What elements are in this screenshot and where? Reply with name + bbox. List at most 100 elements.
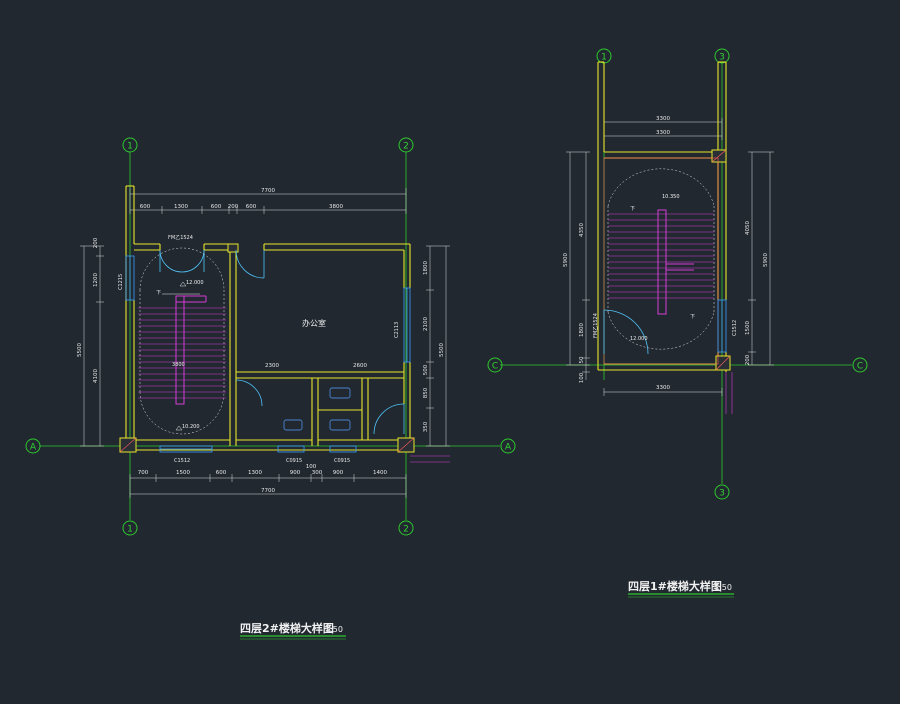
drawing-title: 四层1#楼梯大样图: [628, 579, 722, 593]
elevation-label: 10.350: [662, 194, 680, 200]
axis-label: C: [492, 362, 498, 372]
dim-text: 1500: [745, 321, 751, 335]
dim-text: 850: [423, 387, 429, 398]
window-tag: C0915: [334, 458, 350, 464]
dim-text: 900: [290, 470, 301, 476]
window-tag: C2113: [394, 322, 400, 338]
dim-text: 100: [306, 464, 317, 470]
dim-text: 700: [138, 470, 149, 476]
exterior-step-lines-right: [725, 372, 733, 414]
dim-text: 300: [312, 470, 323, 476]
axis-label: 1: [127, 525, 133, 535]
axis-bubble-right-c: C: [852, 357, 868, 373]
window-tag: C1512: [732, 320, 738, 336]
stair-treads-right: [608, 213, 714, 299]
exterior-step-lines: [410, 455, 450, 463]
axis-bubble-top-2: 2: [398, 137, 414, 153]
dim-text: 600: [140, 204, 151, 210]
stair-zone-outline: [603, 157, 719, 365]
dim-overall-top: 7700: [261, 188, 275, 194]
stair-treads: [138, 307, 226, 399]
axis-label: 3: [719, 489, 725, 499]
stair-direction-label: 下: [690, 314, 695, 320]
stair-direction-label: 下: [156, 290, 161, 296]
doors: [159, 249, 405, 435]
axis-label: C: [857, 362, 863, 372]
dim-overall-right: 5900: [763, 253, 769, 267]
axis-bubble-right-a: A: [500, 438, 516, 454]
dim-text: 50: [579, 356, 585, 363]
elevation-label: 12.000: [630, 336, 648, 342]
window-tag: C1215: [118, 274, 124, 290]
stair-arcs-right: [607, 168, 715, 350]
dim-text: 200: [745, 354, 751, 365]
dim-overall-left: 5500: [77, 343, 83, 357]
dim-chain-top: [129, 188, 407, 214]
column-hatch-right: [711, 149, 731, 371]
dim-overall-left: 5900: [563, 253, 569, 267]
dim-text: 2100: [423, 317, 429, 331]
dim-text: 600: [211, 204, 222, 210]
drawing-scale: 1:50: [714, 583, 732, 592]
dim-text: 4050: [745, 221, 751, 235]
dim-text: 500: [423, 364, 429, 375]
dim-text: 1300: [174, 204, 188, 210]
axis-bubble-bottom-r3: 3: [714, 484, 730, 500]
dim-text: 350: [423, 421, 429, 432]
stair-handrail: [175, 295, 207, 405]
dim-text: 100: [579, 372, 585, 383]
dim-text: 3300: [656, 116, 670, 122]
dim-overall-right: 5500: [439, 343, 445, 357]
axis-label: 3: [719, 53, 725, 63]
toilet-fixtures: [283, 387, 351, 431]
dim-text: 1800: [423, 261, 429, 275]
stair-direction-label: 下: [630, 206, 635, 212]
dim-chain-bottom-right: [603, 388, 723, 396]
axis-bubble-top-r3: 3: [714, 48, 730, 64]
dim-chain-right-right: [748, 151, 774, 366]
axis-bubble-bottom-2: 2: [398, 520, 414, 536]
column-hatch: [119, 243, 415, 453]
door-right: [603, 309, 649, 355]
dim-text: 900: [333, 470, 344, 476]
walls: [125, 185, 411, 451]
axis-label: 1: [601, 53, 607, 63]
drawing-title: 四层2#楼梯大样图: [240, 621, 334, 635]
door-tag: FM乙1524: [168, 234, 193, 241]
axis-label: 1: [127, 142, 133, 152]
dim-text: 1400: [373, 470, 387, 476]
dim-chain-bottom: [129, 474, 407, 498]
stair-handrail-right: [657, 209, 694, 315]
axis-bubble-left-c: C: [487, 357, 503, 373]
axis-bubble-bottom-1: 1: [122, 520, 138, 536]
windows: [125, 255, 411, 453]
axis-bubble-top-1: 1: [122, 137, 138, 153]
dim-chain-left-right: [566, 151, 590, 380]
dim-text: 1800: [579, 323, 585, 337]
drawing-scale: 1:50: [325, 625, 343, 634]
dim-text: 3300: [656, 130, 670, 136]
dim-overall-bottom: 7700: [261, 488, 275, 494]
dim-text: 600: [246, 204, 257, 210]
dim-text: 4100: [93, 369, 99, 383]
elevation-label: 10.200: [182, 424, 200, 430]
dim-text: 3300: [656, 385, 670, 391]
axis-label: 2: [403, 142, 409, 152]
plan-left: 1 2 1 2 A A: [25, 137, 516, 640]
dim-text: 600: [216, 470, 227, 476]
dim-text: 1300: [248, 470, 262, 476]
elevation-marker: [175, 281, 187, 431]
stair-run-label: 3800: [172, 362, 185, 368]
walls-right: [597, 61, 727, 372]
elevation-label: 12.000: [186, 280, 204, 286]
dim-text: 200: [228, 204, 239, 210]
dim-text: 1500: [176, 470, 190, 476]
dim-chain-right: [426, 245, 450, 447]
plan-right: 1 3 3 C C 3300 3300: [487, 48, 868, 598]
axis-bubble-left-a: A: [25, 438, 41, 454]
dim-text: 2300: [265, 363, 279, 369]
dim-text: 1200: [93, 273, 99, 287]
axis-label: A: [30, 443, 37, 453]
